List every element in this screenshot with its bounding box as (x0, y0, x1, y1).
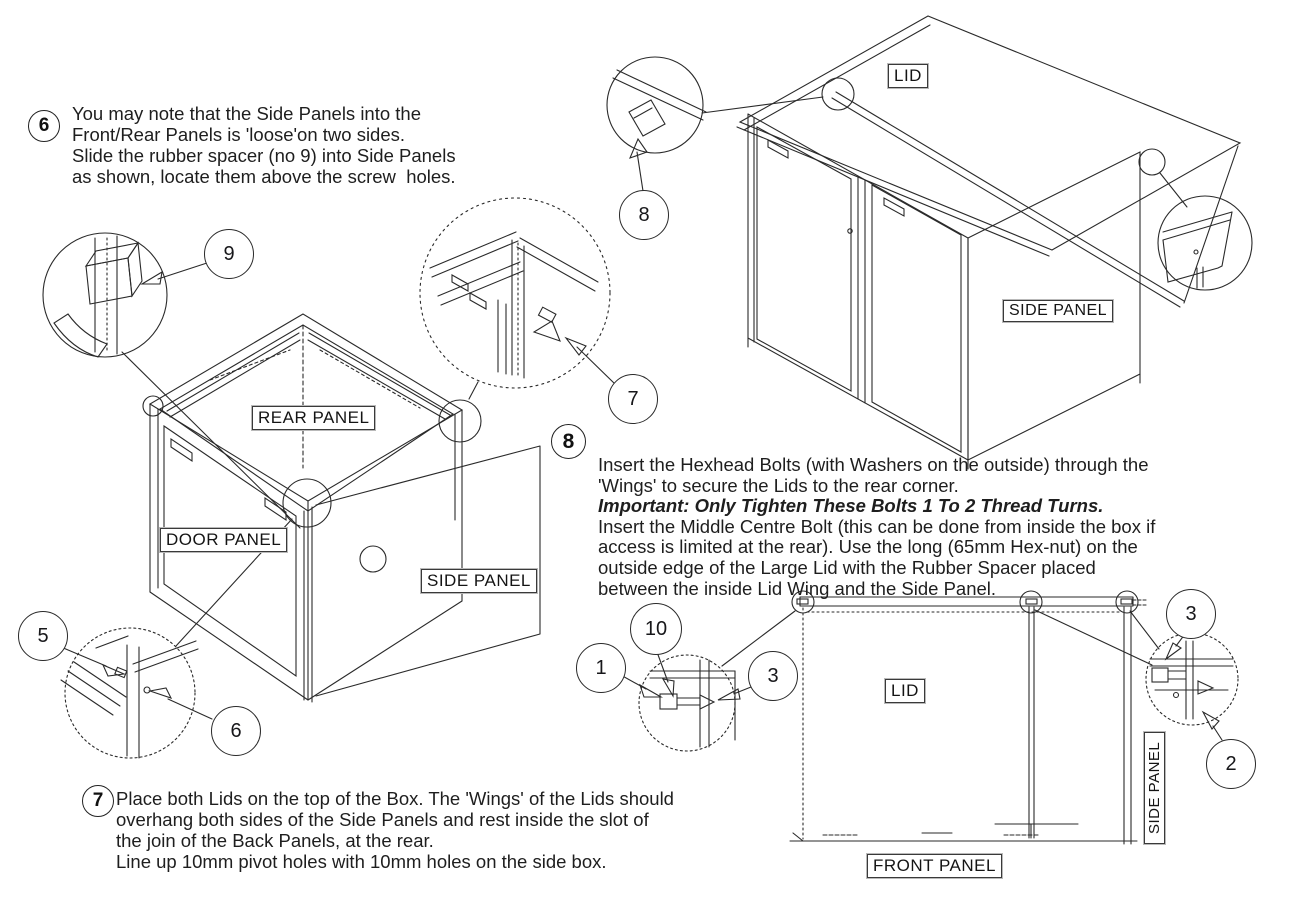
step-7-line: Line up 10mm pivot holes with 10mm holes… (116, 851, 607, 872)
callout-3-left: 3 (748, 651, 798, 701)
step-8-important-line: Important: Only Tighten These Bolts 1 To… (598, 495, 1104, 517)
callout-3-right: 3 (1166, 589, 1216, 639)
detail-circle-pivot-bolt-left (618, 610, 796, 752)
callout-7-number: 7 (627, 387, 639, 410)
step-8-line: Insert the Middle Centre Bolt (this can … (598, 515, 1156, 537)
detail-circle-top-joint (419, 197, 617, 400)
callout-2-number: 2 (1225, 752, 1237, 775)
callout-6-number: 6 (230, 719, 242, 742)
detail-circle-lid-corner (1157, 172, 1253, 291)
callout-1: 1 (576, 643, 626, 693)
callout-8: 8 (619, 190, 669, 240)
step-7-line: overhang both sides of the Side Panels a… (116, 809, 649, 830)
callout-10: 10 (630, 603, 682, 655)
step-8-instructions: Insert the Hexhead Bolts (with Washers o… (598, 454, 1156, 599)
callout-1-number: 1 (595, 656, 607, 679)
callout-9: 9 (204, 229, 254, 279)
step-8-line: outside edge of the Large Lid with the R… (598, 556, 1096, 578)
box-with-lid-isometric-drawing (736, 15, 1242, 470)
step-8-marker: 8 (551, 424, 586, 459)
rear-panel-label: REAR PANEL (252, 406, 376, 430)
lid-label-top-box: LID (888, 64, 928, 88)
front-panel-label: FRONT PANEL (867, 854, 1002, 878)
callout-3-right-number: 3 (1185, 602, 1197, 625)
step-8-line: access is limited at the rear). Use the … (598, 536, 1138, 558)
step-7-number: 7 (92, 790, 104, 811)
step-6-line: You may note that the Side Panels into t… (72, 103, 422, 124)
callout-9-number: 9 (223, 242, 235, 265)
step-8-number: 8 (562, 429, 575, 453)
step-6-number: 6 (38, 115, 50, 136)
door-panel-label: DOOR PANEL (160, 528, 288, 552)
callout-10-number: 10 (644, 617, 668, 640)
step-6-line: as shown, locate them above the screw ho… (72, 166, 456, 187)
detail-circle-rubber-spacer (42, 232, 301, 529)
callout-2: 2 (1206, 739, 1256, 789)
callout-6: 6 (211, 706, 261, 756)
side-panel-label-front-view: SIDE PANEL (1144, 732, 1165, 844)
callout-3-left-number: 3 (767, 664, 779, 687)
step-6-marker: 6 (28, 110, 60, 142)
step-7-line: the join of the Back Panels, at the rear… (116, 830, 434, 851)
callout-5: 5 (18, 611, 68, 661)
front-view-drawing (789, 590, 1148, 845)
callout-8-number: 8 (638, 203, 650, 226)
callout-7: 7 (608, 374, 658, 424)
side-panel-label-left-box: SIDE PANEL (421, 569, 537, 593)
step-6-instructions: You may note that the Side Panels into t… (72, 103, 456, 187)
step-6-line: Front/Rear Panels is 'loose'on two sides… (72, 124, 406, 145)
step-6-line: Slide the rubber spacer (no 9) into Side… (72, 145, 456, 166)
open-box-isometric-drawing (142, 313, 541, 703)
step-7-line: Place both Lids on the top of the Box. T… (116, 788, 674, 809)
step-8-line: between the inside Lid Wing and the Side… (598, 577, 997, 599)
step-7-instructions: Place both Lids on the top of the Box. T… (116, 788, 674, 872)
side-panel-label-top-box: SIDE PANEL (1003, 300, 1114, 322)
lid-label-front-view: LID (885, 679, 925, 703)
step-8-line: 'Wings' to secure the Lids to the rear c… (598, 474, 959, 496)
detail-circle-lid-wing (606, 56, 824, 192)
callout-5-number: 5 (37, 624, 49, 647)
step-8-line: Insert the Hexhead Bolts (with Washers o… (598, 454, 1149, 475)
step-7-marker: 7 (82, 785, 114, 817)
